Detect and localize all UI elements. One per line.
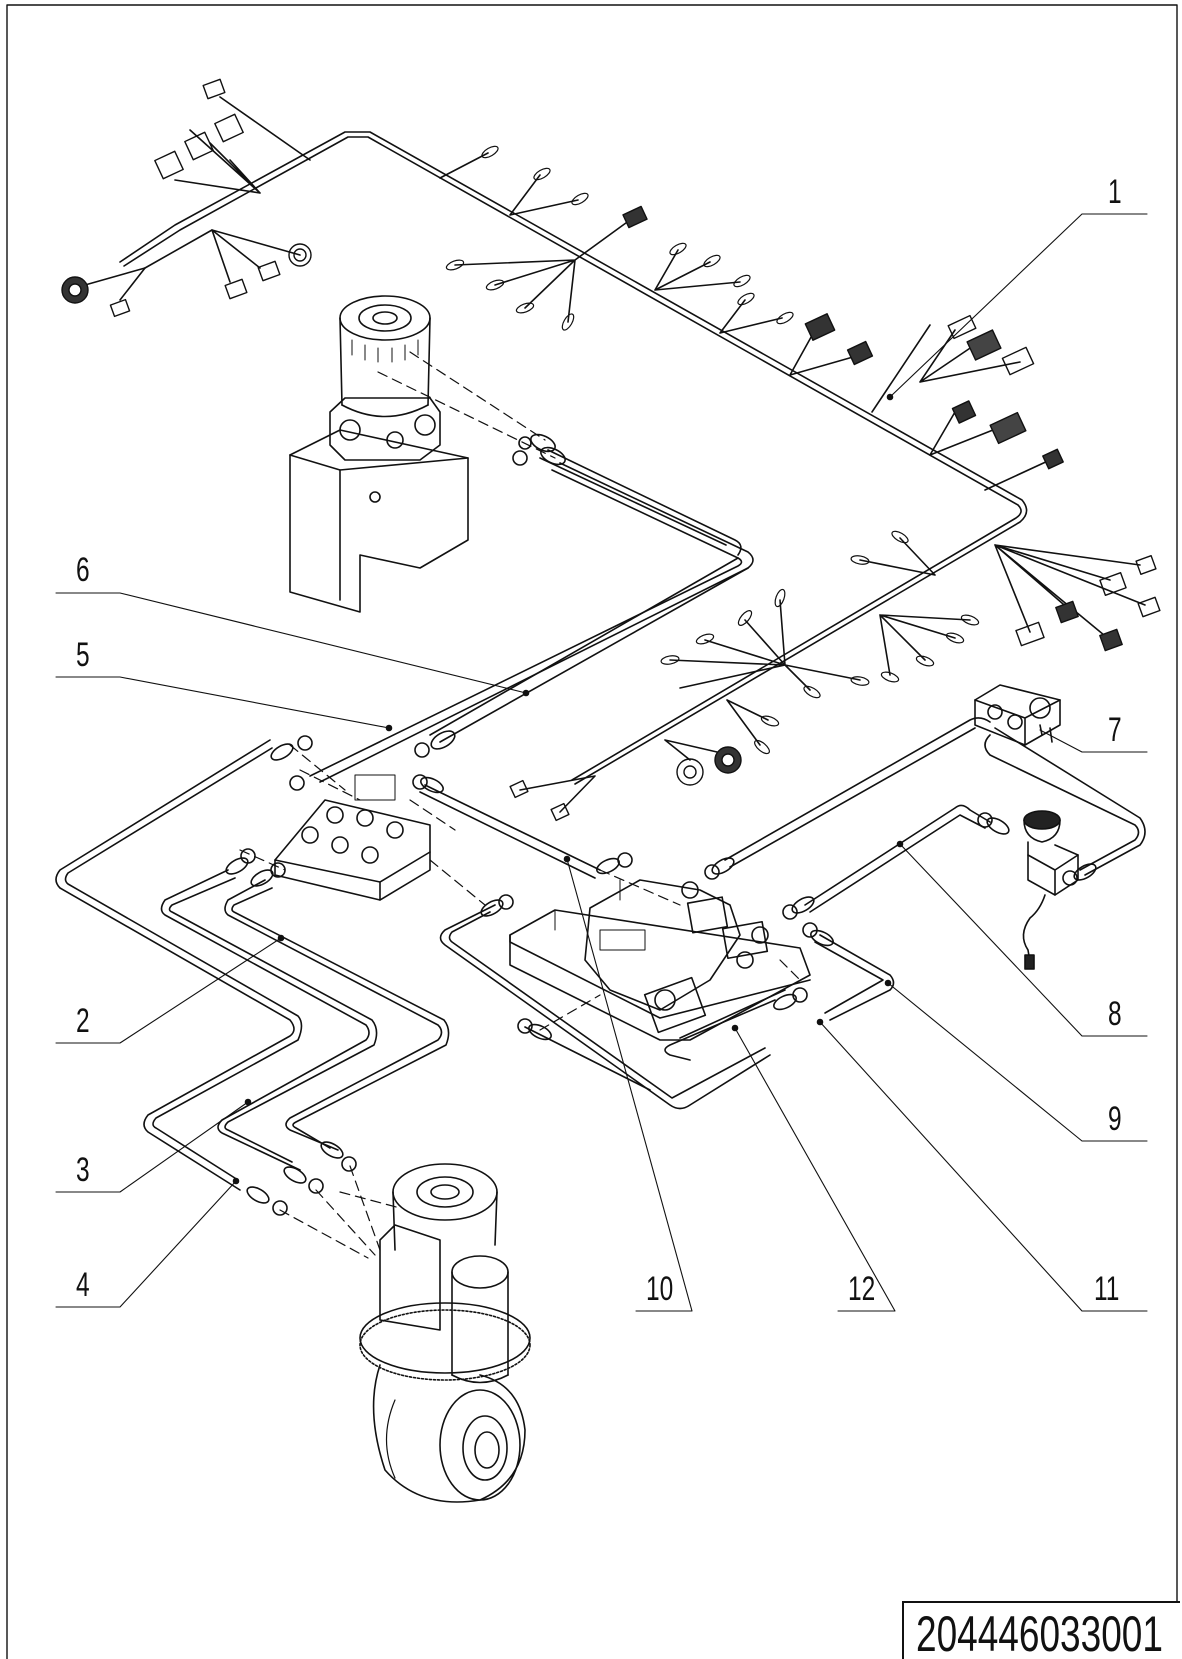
callout-9: 9 bbox=[1108, 1100, 1122, 1138]
callout-12: 12 bbox=[848, 1270, 876, 1308]
callout-2: 2 bbox=[76, 1002, 90, 1040]
main-wiring-harness bbox=[84, 96, 1146, 813]
harness-connectors bbox=[61, 78, 1161, 822]
power-distribution-plate bbox=[509, 879, 811, 1041]
drawing-frame bbox=[6, 4, 1178, 1659]
callout-7: 7 bbox=[1108, 711, 1122, 749]
leader-lines bbox=[55, 213, 1148, 1312]
callout-3: 3 bbox=[76, 1151, 90, 1189]
drive-assembly-dashes bbox=[279, 1165, 401, 1259]
callout-11: 11 bbox=[1094, 1270, 1120, 1308]
callout-6: 6 bbox=[76, 551, 90, 589]
callout-10: 10 bbox=[646, 1270, 674, 1308]
cable-5-and-6 bbox=[309, 433, 754, 783]
cable-7-to-12 bbox=[412, 717, 1146, 1110]
drawing-number: 204446033001 bbox=[916, 1606, 1163, 1659]
emergency-stop-switch bbox=[1022, 810, 1079, 970]
controller-assembly-dashes bbox=[239, 744, 486, 906]
plate-assembly-dashes bbox=[539, 869, 801, 1031]
drive-wheel-unit bbox=[359, 1163, 531, 1503]
pump-motor-unit bbox=[289, 295, 469, 613]
callout-5: 5 bbox=[76, 636, 90, 674]
callout-8: 8 bbox=[1108, 995, 1122, 1033]
battery-disconnect bbox=[974, 684, 1061, 746]
callout-4: 4 bbox=[76, 1266, 90, 1304]
pump-assembly-dashes bbox=[377, 351, 556, 459]
motor-controller bbox=[274, 774, 431, 901]
cable-2-3-4 bbox=[55, 735, 450, 1216]
harness-ring-terminals bbox=[445, 145, 980, 755]
drawing-number-box: 204446033001 bbox=[902, 1601, 1180, 1659]
callout-1: 1 bbox=[1108, 173, 1122, 211]
